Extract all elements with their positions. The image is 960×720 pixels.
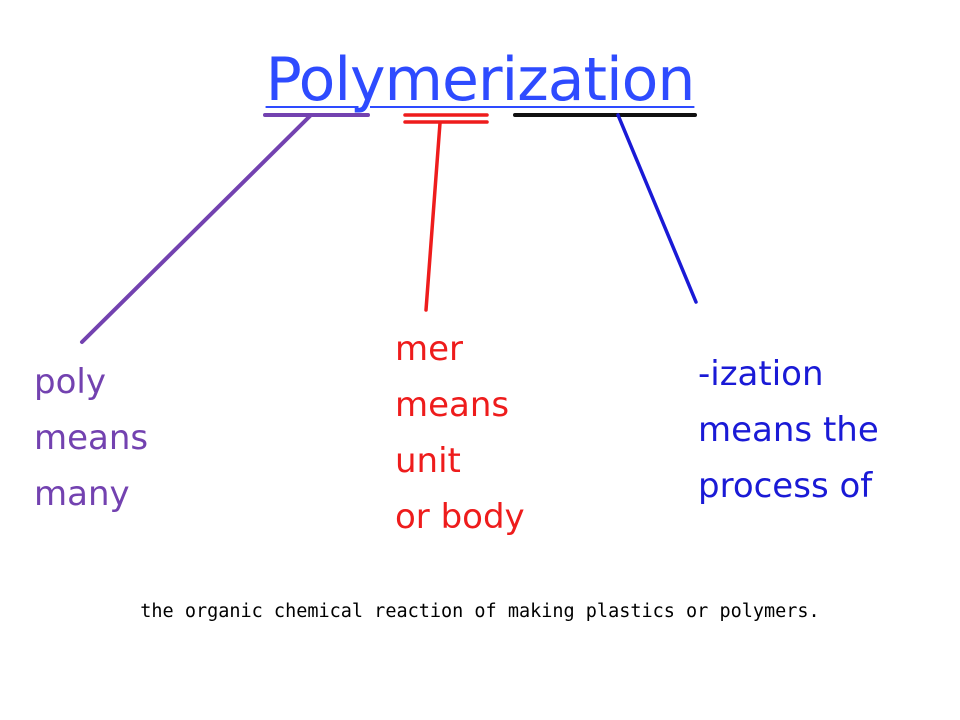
mer-line-4: or body [395,497,525,537]
ization-line-3: process of [698,466,873,506]
mer-definition: mer means unit or body [395,321,525,545]
poly-line-2: means [34,418,149,458]
poly-line-1: poly [34,362,106,402]
page-title: Polymerization [265,45,696,115]
ization-definition: -ization means the process of [698,346,879,514]
mer-line-3: unit [395,441,461,481]
poly-definition: poly means many [34,354,148,522]
polymerization-definition: the organic chemical reaction of making … [140,601,820,622]
mer-connector [424,121,442,312]
mer-line-1: mer [395,329,464,369]
poly-connector [80,114,312,344]
poly-line-3: many [34,474,130,514]
ization-connector [616,113,698,304]
mer-line-2: means [395,385,510,425]
ization-line-1: -ization [698,354,824,394]
ization-line-2: means the [698,410,879,450]
